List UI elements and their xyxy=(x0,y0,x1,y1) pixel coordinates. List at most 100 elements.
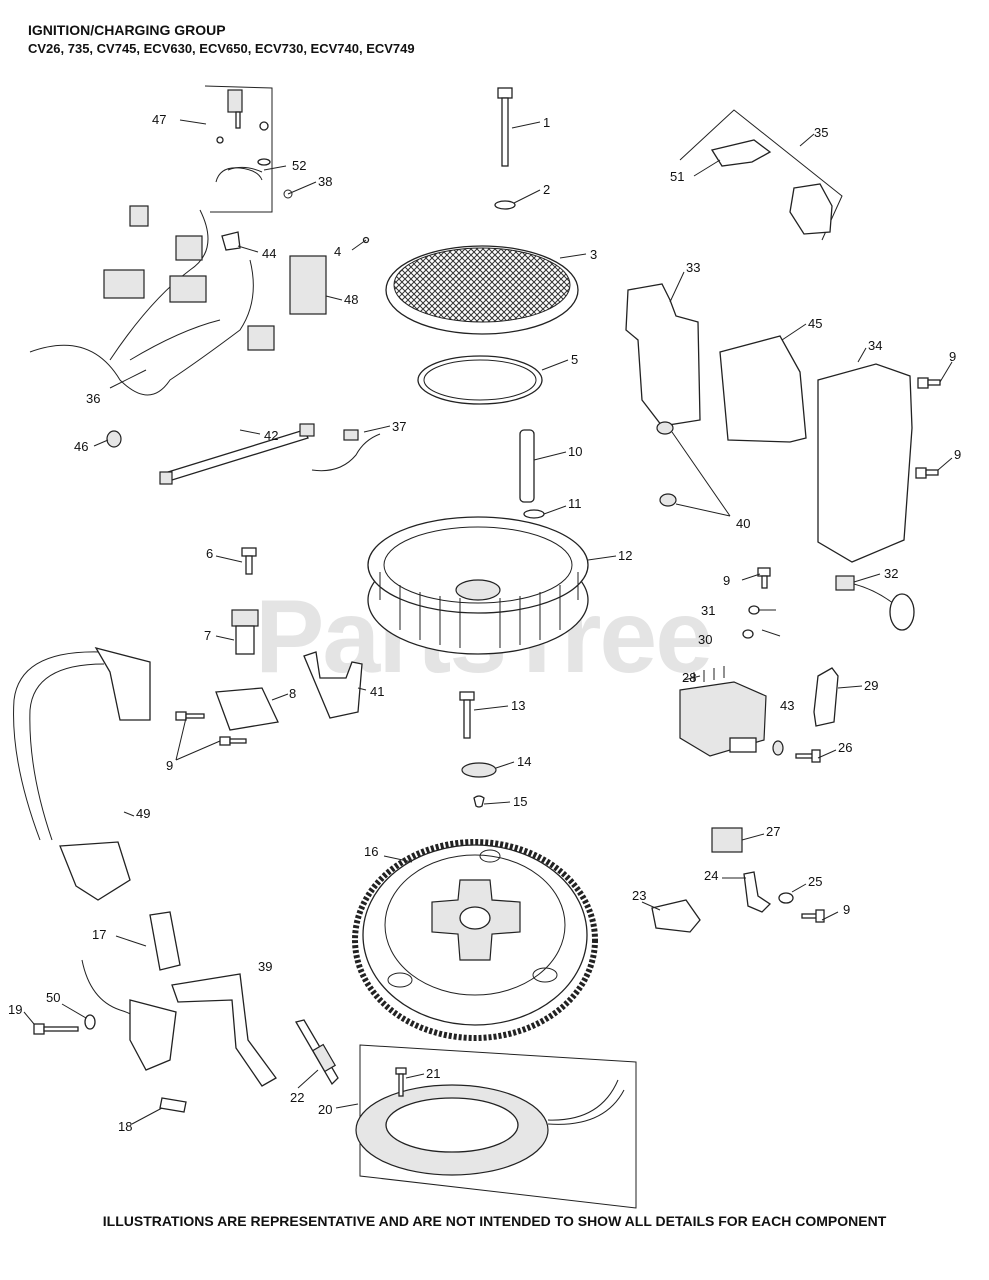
model-list: CV26, 735, CV745, ECV630, ECV650, ECV730… xyxy=(28,41,415,56)
part-6-bolt[interactable] xyxy=(241,547,257,575)
callout-14: 14 xyxy=(517,754,531,769)
part-13-bolt[interactable] xyxy=(459,691,475,739)
part-1-bolt[interactable] xyxy=(497,87,513,167)
callout-15: 15 xyxy=(513,794,527,809)
leader-lines xyxy=(23,119,953,1125)
part-9-screw-e[interactable] xyxy=(757,567,771,589)
callout-44: 44 xyxy=(262,246,276,261)
part-49-ignition-module[interactable] xyxy=(13,646,151,901)
callout-27: 27 xyxy=(766,824,780,839)
callout-3: 3 xyxy=(590,247,597,262)
part-34-module[interactable] xyxy=(817,363,913,563)
callout-30: 30 xyxy=(698,632,712,647)
callout-8: 8 xyxy=(289,686,296,701)
callout-39: 39 xyxy=(258,959,272,974)
part-36-wiring-harness[interactable] xyxy=(29,205,275,396)
part-12-flywheel-fan[interactable] xyxy=(367,516,589,655)
callout-6: 6 xyxy=(206,546,213,561)
part-45-plate[interactable] xyxy=(719,335,807,443)
part-14-washer[interactable] xyxy=(461,762,497,778)
callout-9-c: 9 xyxy=(949,349,956,364)
part-15-key[interactable] xyxy=(473,795,485,808)
part-33-bracket[interactable] xyxy=(625,283,701,427)
part-16-flywheel[interactable] xyxy=(352,839,598,1041)
part-28-regulator[interactable] xyxy=(679,666,767,757)
part-47-kit[interactable] xyxy=(204,85,273,213)
part-11-washer[interactable] xyxy=(523,509,545,519)
callout-16: 16 xyxy=(364,844,378,859)
part-22-spark-plug[interactable] xyxy=(295,1019,339,1086)
callout-9-e: 9 xyxy=(843,902,850,917)
part-24-clamp[interactable] xyxy=(743,871,772,913)
part-25-washer[interactable] xyxy=(778,892,794,904)
part-23-clamp[interactable] xyxy=(651,899,701,933)
part-39-bracket[interactable] xyxy=(171,973,277,1087)
part-40-grommets[interactable] xyxy=(656,421,677,507)
callout-43: 43 xyxy=(780,698,794,713)
callout-20: 20 xyxy=(318,1102,332,1117)
part-2-washer[interactable] xyxy=(494,200,516,210)
callout-51: 51 xyxy=(670,169,684,184)
part-30-washer[interactable] xyxy=(742,629,754,639)
part-3-grass-screen[interactable] xyxy=(385,245,579,335)
callout-32: 32 xyxy=(884,566,898,581)
part-9-screw-f[interactable] xyxy=(801,909,825,923)
callout-37: 37 xyxy=(392,419,406,434)
callout-40: 40 xyxy=(736,516,750,531)
part-10-spacer[interactable] xyxy=(519,429,535,503)
part-26-screw[interactable] xyxy=(795,749,821,763)
part-50-washer[interactable] xyxy=(84,1014,96,1030)
part-27-connector[interactable] xyxy=(711,827,743,853)
callout-5: 5 xyxy=(571,352,578,367)
callout-34: 34 xyxy=(868,338,882,353)
callout-38: 38 xyxy=(318,174,332,189)
part-9-screw-c[interactable] xyxy=(917,377,941,389)
part-41-bracket[interactable] xyxy=(303,651,363,719)
part-18-clip[interactable] xyxy=(159,1097,187,1113)
part-43-washer[interactable] xyxy=(772,740,784,756)
part-42-cable[interactable] xyxy=(159,423,315,485)
callout-50: 50 xyxy=(46,990,60,1005)
callout-47: 47 xyxy=(152,112,166,127)
callout-22: 22 xyxy=(290,1090,304,1105)
callout-23: 23 xyxy=(632,888,646,903)
callout-36: 36 xyxy=(86,391,100,406)
part-9-screw-d[interactable] xyxy=(915,467,939,479)
callout-28: 28 xyxy=(682,670,696,685)
part-19-bolt[interactable] xyxy=(33,1023,79,1035)
part-5-gasket[interactable] xyxy=(417,355,543,405)
part-7-sensor[interactable] xyxy=(231,609,259,655)
part-32-sensor[interactable] xyxy=(835,575,915,631)
part-48-module[interactable] xyxy=(289,255,327,315)
callout-4: 4 xyxy=(334,244,341,259)
part-29-bracket[interactable] xyxy=(813,667,839,727)
callout-41: 41 xyxy=(370,684,384,699)
callout-29: 29 xyxy=(864,678,878,693)
part-31-washer[interactable] xyxy=(748,605,760,615)
callout-26: 26 xyxy=(838,740,852,755)
callout-12: 12 xyxy=(618,548,632,563)
callout-10: 10 xyxy=(568,444,582,459)
callout-9-b: 9 xyxy=(723,573,730,588)
callout-46: 46 xyxy=(74,439,88,454)
callout-49: 49 xyxy=(136,806,150,821)
callout-19: 19 xyxy=(8,1002,22,1017)
callout-11: 11 xyxy=(568,496,582,511)
part-52-lead[interactable] xyxy=(227,166,263,173)
part-38-clip[interactable] xyxy=(283,189,293,199)
part-20-stator[interactable] xyxy=(355,1044,637,1209)
part-17-spark-lead[interactable] xyxy=(81,911,181,1071)
part-9-screw-a[interactable] xyxy=(175,711,205,721)
part-9-screw-b[interactable] xyxy=(219,736,247,746)
callout-24: 24 xyxy=(704,868,718,883)
callout-45: 45 xyxy=(808,316,822,331)
part-8-bracket[interactable] xyxy=(215,687,279,731)
part-21-screw[interactable] xyxy=(395,1067,407,1097)
part-35-assembly[interactable] xyxy=(679,109,843,241)
part-37-sensor-lead[interactable] xyxy=(311,429,381,472)
part-44-clip[interactable] xyxy=(221,231,241,251)
part-46-clip[interactable] xyxy=(106,430,122,448)
part-51-bracket[interactable] xyxy=(710,139,772,167)
callout-17: 17 xyxy=(92,927,106,942)
